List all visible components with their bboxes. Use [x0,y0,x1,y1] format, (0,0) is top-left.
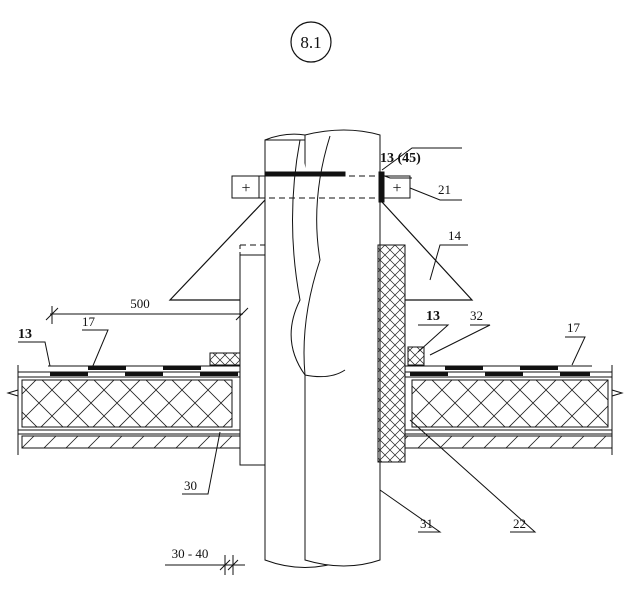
cone-14 [168,199,474,301]
dimension-500-label: 500 [130,296,150,311]
bolt-icon: + [241,180,250,197]
clamp-21: + + [231,171,411,203]
label-32: 32 [470,308,483,323]
label-30: 30 [184,478,197,493]
pipe-31 [264,129,406,568]
label-13-45: 13 (45) [380,151,421,166]
figure-number: 8.1 [300,33,321,52]
dimension-30-40: 30 - 40 [165,546,245,575]
label-13-left: 13 [18,327,32,342]
label-13-right: 13 [426,309,440,324]
label-17-left: 17 [82,314,96,329]
figure-number-badge: 8.1 [290,21,332,63]
label-17-right: 17 [567,320,581,335]
roof-right [404,346,624,455]
label-14: 14 [448,228,462,243]
label-22: 22 [513,516,526,531]
roof-left [6,352,241,455]
leader-lines [18,147,586,533]
membrane-strips [50,366,238,376]
dimension-30-40-label: 30 - 40 [172,546,209,561]
dimension-500: 500 [45,296,249,324]
bolt-icon: + [392,180,401,197]
label-31: 31 [420,516,433,531]
label-21: 21 [438,182,451,197]
